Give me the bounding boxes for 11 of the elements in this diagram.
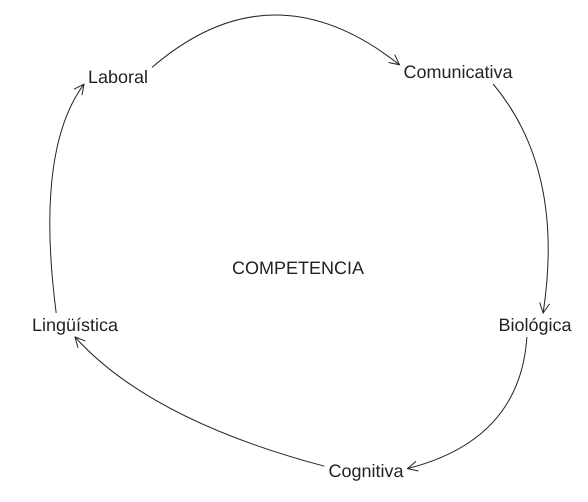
curved-arrow: [152, 14, 400, 68]
center-label: COMPETENCIA: [232, 257, 364, 280]
node-label: Lingüística: [28, 313, 122, 337]
node-label: Comunicativa: [399, 60, 517, 84]
node-label: Cognitiva: [324, 459, 408, 483]
curved-arrow: [407, 336, 528, 472]
curved-arrow: [49, 84, 84, 314]
curved-arrow: [492, 84, 550, 314]
node-label: Biológica: [494, 313, 576, 337]
curved-arrow: [74, 336, 325, 467]
node-label: Laboral: [84, 65, 152, 89]
